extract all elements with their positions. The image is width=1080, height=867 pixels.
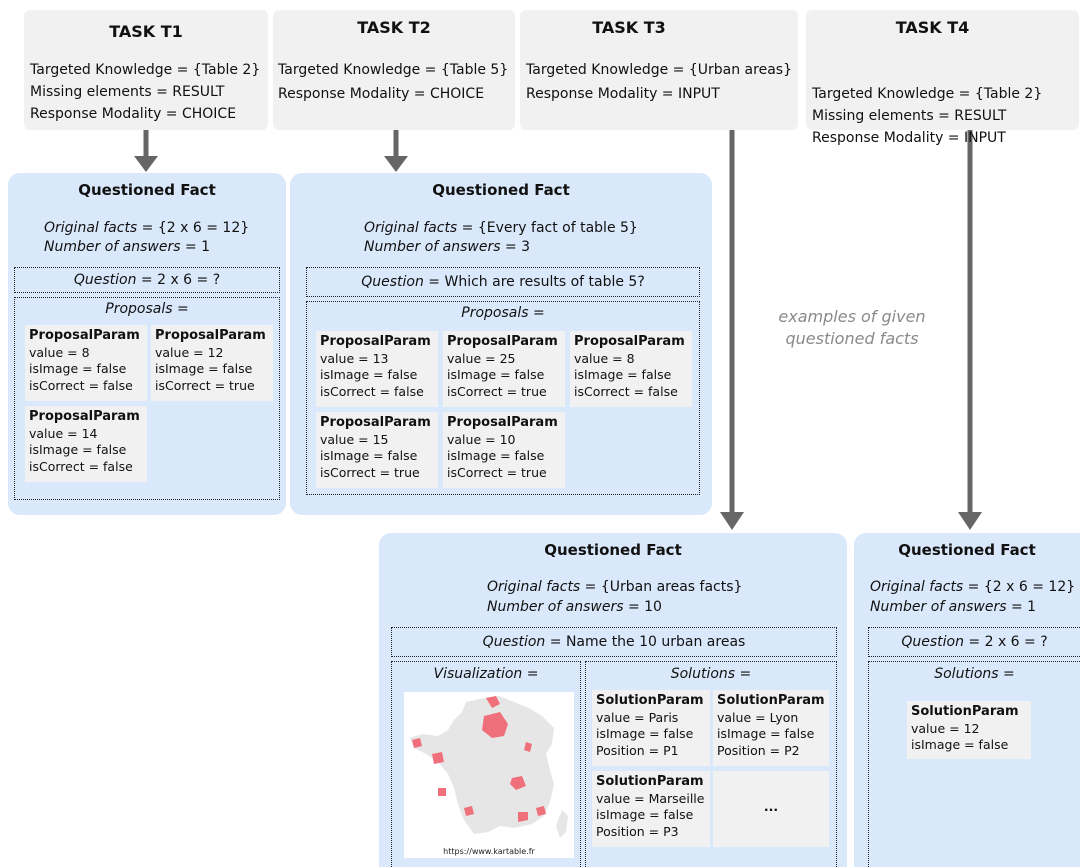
examples-note: examples of given questioned facts: [778, 307, 926, 348]
solutions-label: Solutions =: [934, 666, 1015, 682]
visualization-label: Visualization =: [433, 666, 539, 682]
number-of-answers: Number of answers = 3: [364, 239, 531, 255]
questioned-fact-t3: Questioned Fact Original facts = {Urban …: [379, 533, 847, 867]
question: Question = Name the 10 urban areas: [482, 634, 746, 650]
task-line: Targeted Knowledge = {Table 2}: [30, 62, 261, 78]
task-t1: TASK T1 Targeted Knowledge = {Table 2} M…: [24, 10, 268, 130]
question: Question = 2 x 6 = ?: [73, 272, 221, 288]
task-line: Response Modality = CHOICE: [30, 106, 237, 122]
task-t2: TASK T2 Targeted Knowledge = {Table 5} R…: [273, 10, 515, 130]
original-facts: Original facts = {Urban areas facts}: [487, 579, 743, 595]
number-of-answers: Number of answers = 1: [870, 599, 1037, 615]
task-line: Targeted Knowledge = {Urban areas}: [526, 62, 792, 78]
original-facts: Original facts = {2 x 6 = 12}: [44, 220, 250, 236]
original-facts: Original facts = {2 x 6 = 12}: [870, 579, 1076, 595]
task-line: Missing elements = RESULT: [30, 84, 225, 100]
solutions-label: Solutions =: [670, 666, 752, 682]
question: Question = 2 x 6 = ?: [901, 634, 1048, 650]
task-line: Response Modality = INPUT: [812, 130, 1006, 146]
task-line: Response Modality = CHOICE: [278, 86, 485, 102]
question-box: Question = Which are results of table 5?: [306, 267, 700, 297]
map-caption: https://www.kartable.fr: [443, 847, 535, 856]
questioned-fact-t4: Questioned Fact Original facts = {2 x 6 …: [854, 533, 1080, 867]
task-title: TASK T2: [357, 18, 431, 37]
france-map-image: [410, 696, 568, 838]
question-box: Question = 2 x 6 = ?: [14, 267, 280, 293]
questioned-fact-t1: Questioned Fact Original facts = {2 x 6 …: [8, 173, 286, 515]
task-t4: TASK T4 Targeted Knowledge = {Table 2} M…: [806, 10, 1079, 146]
questioned-fact-t2: Questioned Fact Original facts = {Every …: [290, 173, 712, 515]
number-of-answers: Number of answers = 1: [44, 239, 211, 255]
task-line: Response Modality = INPUT: [526, 86, 720, 102]
question-box: Question = Name the 10 urban areas: [391, 627, 837, 657]
qf-title: Questioned Fact: [432, 181, 570, 199]
task-title: TASK T1: [109, 22, 183, 41]
qf-title: Questioned Fact: [78, 181, 216, 199]
visualization-box: Visualization = https://www.kartable.fr: [391, 661, 581, 867]
task-line: Targeted Knowledge = {Table 2}: [812, 86, 1043, 102]
number-of-answers: Number of answers = 10: [487, 599, 662, 615]
question-box: Question = 2 x 6 = ?: [868, 627, 1080, 657]
task-line: Missing elements = RESULT: [812, 108, 1007, 124]
task-t3: TASK T3 Targeted Knowledge = {Urban area…: [520, 10, 798, 130]
france-map: https://www.kartable.fr: [404, 692, 574, 858]
task-title: TASK T3: [592, 18, 666, 37]
original-facts: Original facts = {Every fact of table 5}: [364, 220, 638, 236]
qf-title: Questioned Fact: [544, 541, 682, 559]
qf-title: Questioned Fact: [898, 541, 1036, 559]
question: Question = Which are results of table 5?: [361, 274, 645, 290]
proposals-label: Proposals =: [105, 301, 189, 317]
task-line: Targeted Knowledge = {Table 5}: [278, 62, 509, 78]
task-title: TASK T4: [895, 18, 970, 37]
more-solutions-ellipsis: ...: [713, 771, 829, 847]
proposals-label: Proposals =: [461, 305, 545, 321]
